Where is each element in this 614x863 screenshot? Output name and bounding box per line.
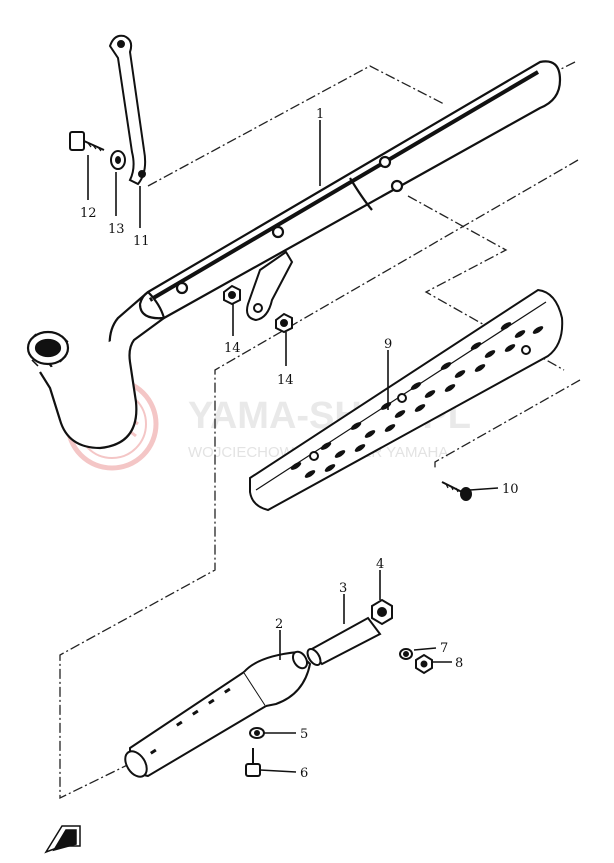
silencer-insert-part [124,650,312,778]
callout-6: 6 [300,766,308,781]
callout-8: 8 [455,656,463,671]
nut-part-8 [415,653,433,675]
callout-9: 9 [384,337,392,352]
callout-5: 5 [300,727,308,742]
screw-part [441,481,472,501]
front-direction-mark [44,825,81,854]
nut-part-a [223,284,241,306]
bolt-part [69,131,105,152]
muffler-hanger-bracket [246,250,294,322]
nut-part-b [275,312,293,334]
callout-3: 3 [339,581,347,596]
rear-bracket-part [108,34,147,186]
callout-14a: 14 [224,341,241,356]
silencer-tube-part [306,616,382,667]
callout-2: 2 [275,617,283,632]
callout-7: 7 [440,641,448,656]
bolt-part-6 [245,748,261,777]
callout-13: 13 [108,222,125,237]
muffler-part [138,60,562,320]
callout-1: 1 [316,107,324,122]
callout-14b: 14 [277,373,294,388]
cap-nut-part [371,598,393,626]
callout-12: 12 [80,206,97,221]
washer-part [110,150,126,170]
exhaust-header-pipe [26,291,165,450]
callout-numbers: 1 2 3 4 5 6 7 8 9 10 11 12 13 14 14 [80,107,519,781]
washer-part-7 [399,648,413,660]
callout-4: 4 [376,557,384,572]
heat-shield-part [249,288,564,512]
callout-11: 11 [133,234,150,249]
washer-part-5 [249,727,265,739]
callout-leader-lines [87,120,499,773]
assembly-guide-lines [59,61,581,800]
callout-10: 10 [502,482,519,497]
